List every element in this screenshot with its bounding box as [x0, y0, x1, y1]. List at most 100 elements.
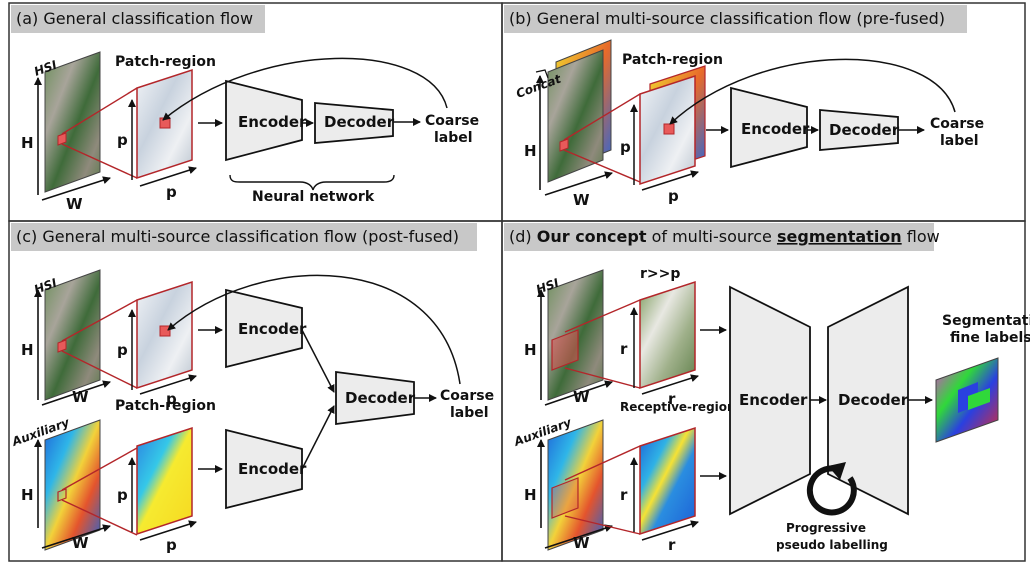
- neural-network-label: Neural network: [252, 189, 375, 205]
- d-proj-bottom-1: [564, 445, 641, 481]
- b-encoder-label: Encoder: [741, 120, 810, 138]
- c-p-horiz-label-bottom: p: [166, 536, 177, 554]
- b-axis-w-arrow: [544, 171, 613, 196]
- progressive-label-1: Progressive: [786, 521, 866, 535]
- label-label: label: [434, 130, 473, 146]
- axis-w-arrow: [41, 176, 111, 201]
- d-seg-block-2: [968, 388, 990, 410]
- d-r-horiz-label-bottom: r: [668, 536, 676, 554]
- c-w-label-top: W: [72, 388, 89, 406]
- patch-proj-line-top: [61, 87, 138, 135]
- c-decoder-block: [335, 370, 415, 426]
- b-h-label: H: [524, 142, 537, 160]
- c-w-label-bottom: W: [72, 534, 89, 552]
- hsi-image: [44, 51, 101, 193]
- panel-d-title-bg: [504, 223, 934, 251]
- encoder-block: [225, 79, 303, 162]
- progressive-label-2: pseudo labelling: [776, 538, 888, 552]
- d-receptive-marker-bottom: [551, 477, 579, 519]
- refresh-cycle-arrowhead: [828, 462, 846, 480]
- c-h-label-bottom: H: [21, 486, 34, 504]
- panel-c-title-bg: [11, 223, 477, 251]
- b-p-vert-label: p: [620, 138, 631, 156]
- panel-d-title-suffix: flow: [902, 227, 940, 246]
- c-coarse-label: Coarse: [440, 388, 494, 404]
- b-decoder-label: Decoder: [829, 121, 900, 139]
- d-r-vert-label-bottom: r: [620, 486, 628, 504]
- d-axis-w-arrow-top: [544, 380, 613, 406]
- c-encoder-bottom-label: Encoder: [238, 460, 307, 478]
- d-decoder-block: [827, 285, 909, 516]
- c-patch-region-label: Patch-region: [115, 398, 216, 414]
- d-h-label-bottom: H: [524, 486, 537, 504]
- d-r-horiz-label-top: r: [668, 390, 676, 408]
- panel-a-title-bg: [11, 5, 265, 33]
- w-label: W: [66, 195, 83, 213]
- c-p-vert-label-bottom: p: [117, 486, 128, 504]
- c-feedback-arc: [167, 274, 461, 385]
- panel-d-title-mid: of multi-source: [647, 227, 777, 246]
- patch-p-horiz-label: p: [166, 183, 177, 201]
- panel-d-title-bold2: segmentation: [777, 227, 902, 246]
- coarse-label: Coarse: [425, 113, 479, 129]
- d-proj-top-2: [564, 367, 641, 389]
- c-proj-bottom-1: [61, 447, 138, 491]
- patch-proj-line-bottom: [61, 143, 138, 179]
- c-decoder-label: Decoder: [345, 389, 416, 407]
- d-receptive-region-label: Receptive-region: [620, 400, 736, 414]
- neural-network-brace: [229, 174, 395, 191]
- h-label: H: [21, 134, 34, 152]
- c-p-horiz-arrow-top: [139, 374, 197, 395]
- c-proj-top-1: [61, 299, 138, 342]
- c-p-horiz-label-top: p: [166, 390, 177, 408]
- panel-a: H W HSI p p Patch-region Encoder Decoder…: [21, 51, 479, 213]
- panel-d-border: [501, 220, 1026, 562]
- feedback-arc: [162, 57, 448, 121]
- c-patch-aux: [136, 426, 193, 536]
- d-receptive-patch-aux: [639, 426, 696, 536]
- b-p-horiz-arrow: [641, 170, 699, 191]
- c-axis-w-arrow-bottom: [41, 524, 111, 549]
- c-h-label-top: H: [21, 341, 34, 359]
- d-h-label-top: H: [524, 341, 537, 359]
- c-p-horiz-arrow-bottom: [139, 520, 197, 541]
- b-feedback-arc: [669, 58, 956, 125]
- panel-d: H W HSI r r r>>p Receptive-region H W Au…: [511, 266, 1030, 554]
- b-patch-region-label: Patch-region: [622, 52, 723, 68]
- d-encoder-block: [729, 285, 811, 516]
- panel-d-title-bold: Our concept: [537, 227, 647, 246]
- c-encoder-top-label: Encoder: [238, 320, 307, 338]
- panel-c-title: (c) General multi-source classification …: [16, 227, 459, 246]
- c-encoder-bottom: [225, 428, 303, 510]
- c-patch-center: [159, 325, 171, 337]
- c-aux-image: [44, 419, 101, 551]
- b-encoder-block: [730, 86, 808, 169]
- d-r-horiz-arrow-top: [641, 374, 699, 395]
- d-proj-top-1: [564, 299, 641, 333]
- patch-p-horiz-arrow: [139, 166, 197, 187]
- panel-a-title: (a) General classification flow: [16, 9, 253, 28]
- c-p-vert-label-top: p: [117, 341, 128, 359]
- b-p-horiz-label: p: [668, 187, 679, 205]
- decoder-label: Decoder: [324, 113, 395, 131]
- c-proj-bottom-2: [61, 499, 138, 536]
- b-label-label: label: [940, 133, 979, 149]
- c-arrow-enc-bottom-to-dec: [301, 405, 335, 470]
- panel-b: H W Concat p p Patch-region Encoder Deco…: [514, 39, 984, 209]
- panel-d-title: (d) Our concept of multi-source segmenta…: [509, 227, 940, 246]
- d-encoder-label: Encoder: [739, 391, 808, 409]
- d-seg-label-2: fine labels: [950, 330, 1030, 346]
- panel-b-title-bg: [504, 5, 967, 33]
- concat-brace: [535, 69, 549, 79]
- d-r-horiz-arrow-bottom: [641, 520, 699, 541]
- c-encoder-top: [225, 288, 303, 369]
- d-aux-image: [547, 419, 604, 551]
- d-r-gt-p-label: r>>p: [640, 266, 680, 282]
- b-decoder-block: [819, 109, 899, 151]
- d-r-vert-label-top: r: [620, 340, 628, 358]
- decoder-block: [314, 102, 394, 144]
- c-proj-top-2: [61, 350, 138, 389]
- b-proj-bottom: [563, 149, 641, 183]
- patch-center: [159, 117, 171, 129]
